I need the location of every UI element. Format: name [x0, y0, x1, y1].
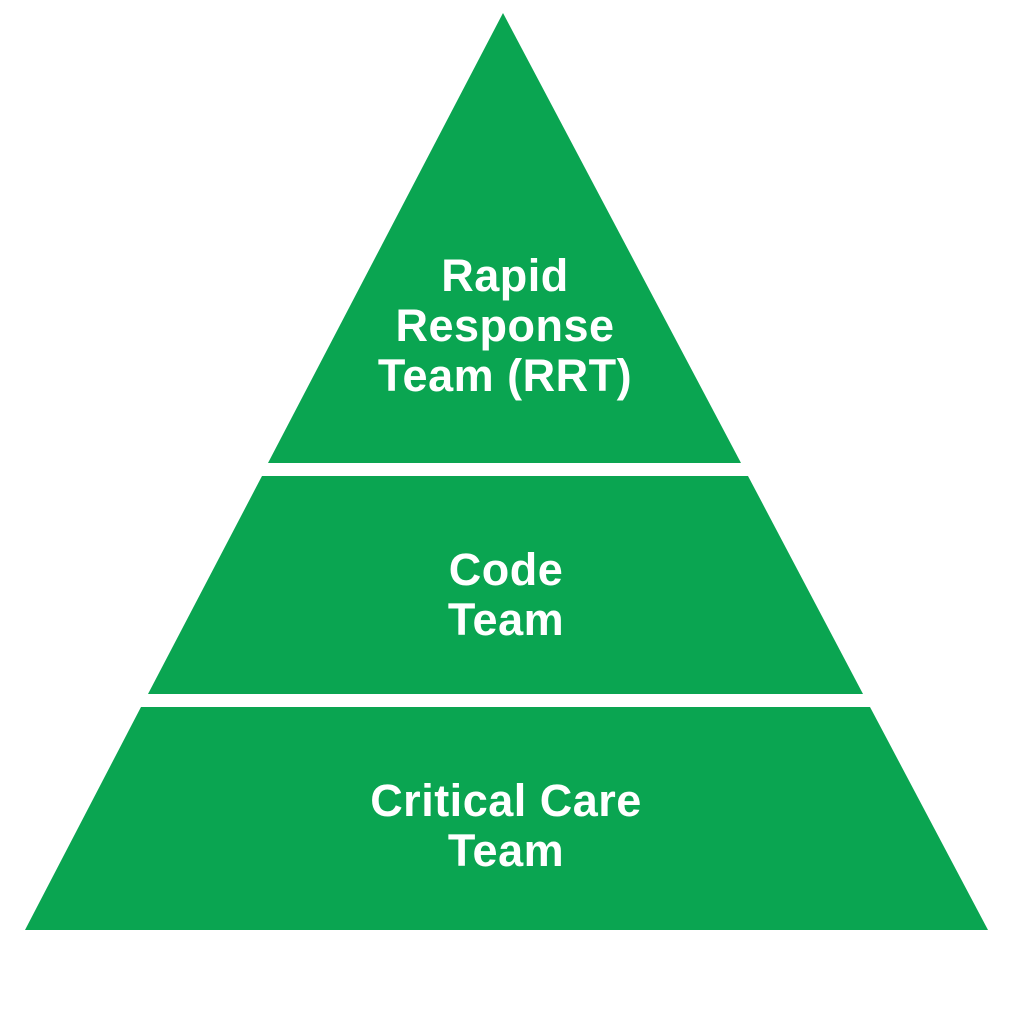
- pyramid-level-code-team: Code Team: [148, 476, 863, 694]
- level-label-line: Rapid: [441, 250, 569, 301]
- pyramid-level-top-shape: [268, 13, 741, 463]
- pyramid-level-top-label: Rapid Response Team (RRT): [378, 250, 632, 401]
- pyramid-level-critical-care-team: Critical Care Team: [25, 707, 988, 930]
- level-label-line: Code: [449, 544, 564, 595]
- pyramid-level-bottom-shape: [25, 707, 988, 930]
- level-label-line: Team: [448, 594, 564, 645]
- level-label-line: Team (RRT): [378, 350, 632, 401]
- pyramid-level-middle-shape: [148, 476, 863, 694]
- pyramid-level-rapid-response-team: Rapid Response Team (RRT): [268, 13, 741, 463]
- pyramid-level-middle-label: Code Team: [448, 544, 564, 645]
- level-label-line: Response: [395, 300, 614, 351]
- level-label-line: Team: [448, 825, 564, 876]
- pyramid-level-bottom-label: Critical Care Team: [370, 775, 642, 876]
- level-label-line: Critical Care: [370, 775, 642, 826]
